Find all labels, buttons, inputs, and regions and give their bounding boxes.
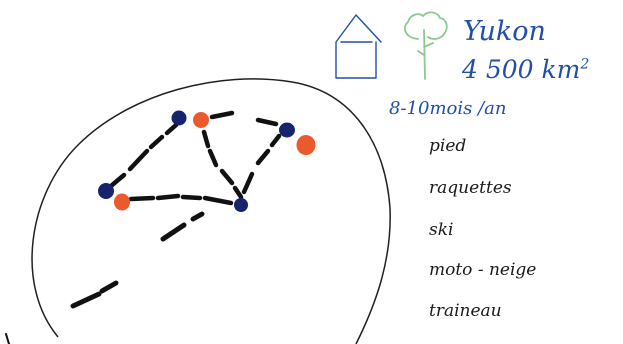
navy-markers [98, 110, 295, 212]
house-icon [335, 14, 382, 79]
travel-mode-item: ski [429, 220, 454, 240]
area-label: 4 500 km2 [462, 57, 589, 82]
orange-markers [114, 112, 316, 211]
travel-mode-item: pied [429, 136, 467, 156]
season-duration: 8-10mois /an [389, 98, 507, 119]
margin-pen-stroke [5, 333, 10, 344]
area-exponent: 2 [580, 56, 590, 73]
large-circle [31, 78, 391, 344]
travel-mode-item: traineau [429, 301, 502, 321]
route-dashes [70, 110, 282, 309]
travel-mode-item: raquettes [429, 178, 512, 198]
tree-icon [404, 11, 448, 80]
area-value: 4 500 km [462, 55, 581, 84]
place-name: Yukon [463, 16, 546, 47]
travel-mode-item: moto - neige [429, 260, 537, 280]
